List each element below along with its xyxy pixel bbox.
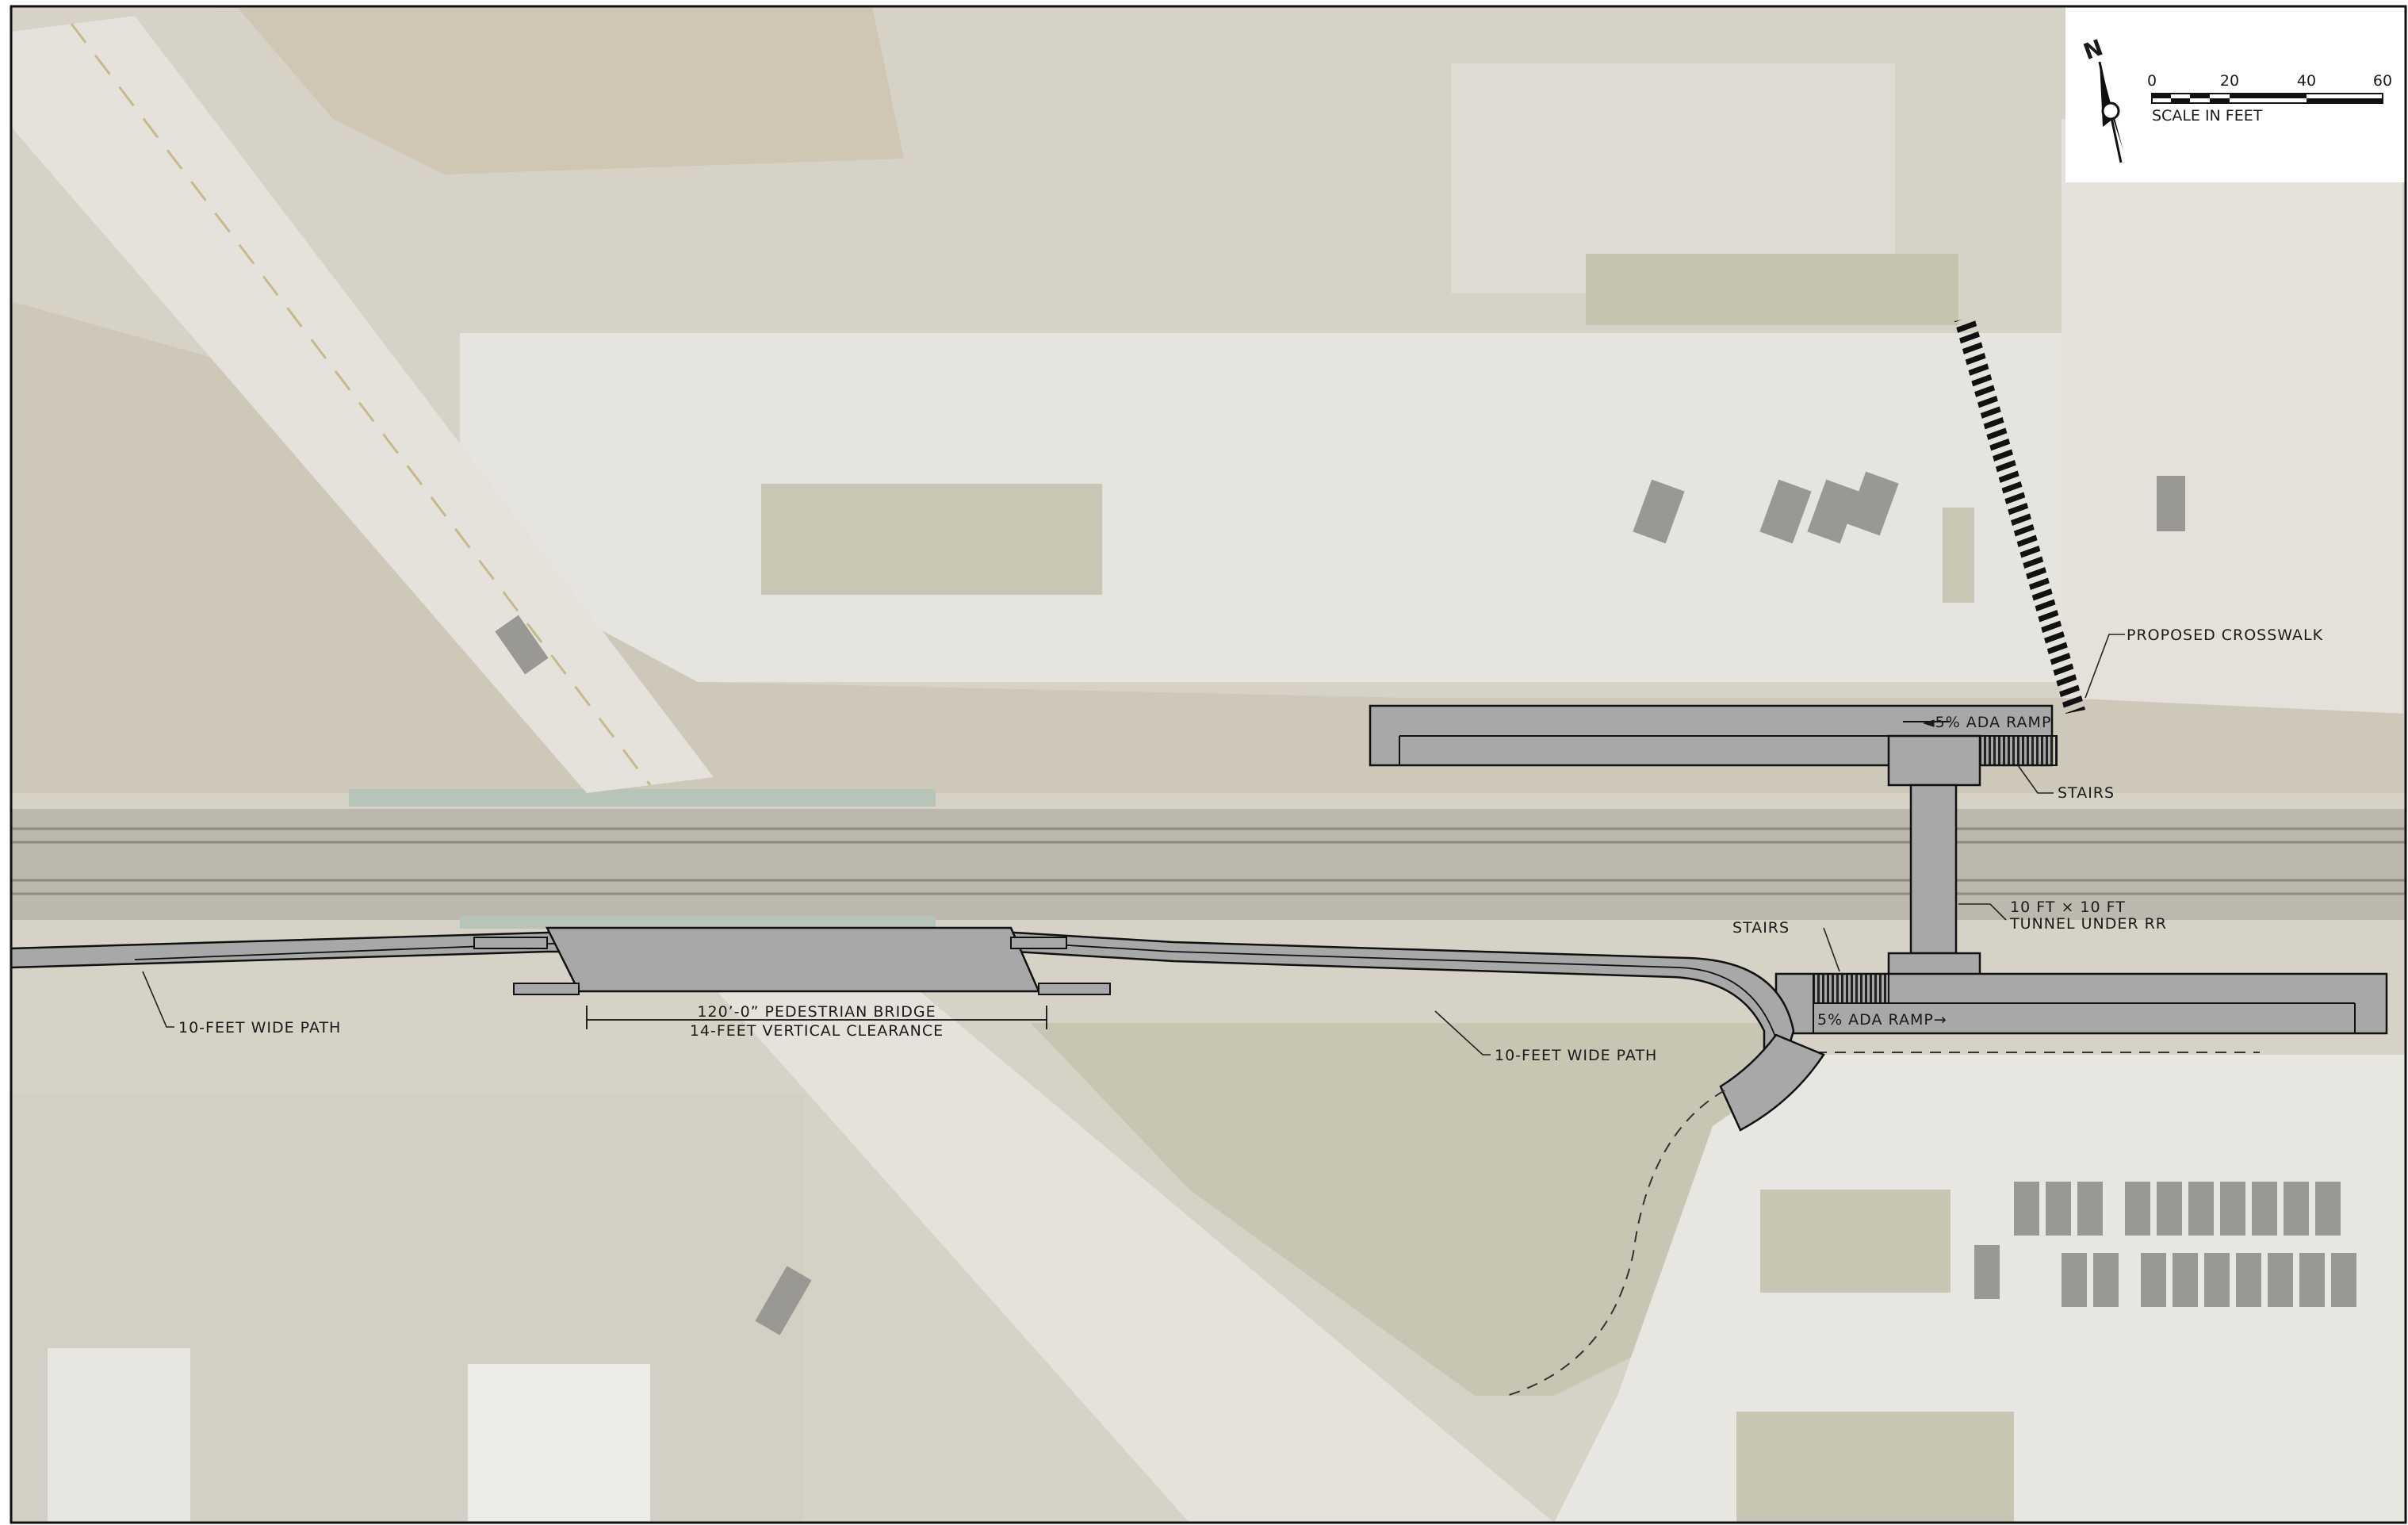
- path-centerline: [134, 941, 1777, 1040]
- label-tunnel-line1: 10 FT × 10 FT: [2010, 899, 2126, 916]
- rail-lines: [11, 827, 2406, 895]
- label-stairs-south: STAIRS: [1732, 919, 1790, 937]
- northeast-parking-lot: [2062, 119, 2402, 769]
- label-stairs-north: STAIRS: [2058, 784, 2115, 802]
- north-landing: [1887, 734, 1981, 787]
- south-stairs: [1813, 973, 1889, 1004]
- bridge-east-wingwall-south: [1038, 983, 1111, 995]
- southeast-lot-island-south: [1736, 1412, 2014, 1523]
- label-proposed-crosswalk: PROPOSED CROSSWALK: [2127, 626, 2323, 644]
- bridge-dimension-line: [586, 1006, 1047, 1029]
- north-lot-island-east: [1943, 508, 1974, 603]
- train-platform: [349, 789, 936, 807]
- scale-tick-0: 0: [2147, 72, 2157, 90]
- label-bridge-line2: 14-FEET VERTICAL CLEARANCE: [690, 1022, 944, 1040]
- pedestrian-bridge: [545, 926, 1040, 993]
- train-platform-south: [460, 916, 936, 929]
- proposed-crosswalk: [1954, 317, 2085, 714]
- southeast-lot-island: [1760, 1190, 1951, 1293]
- path-landing: [1719, 1033, 1825, 1132]
- label-tunnel-line2: TUNNEL UNDER RR: [2009, 915, 2167, 933]
- building-roof-west: [48, 1348, 190, 1523]
- label-path-east: 10-FEET WIDE PATH: [1495, 1047, 1657, 1064]
- label-north-ada-ramp: ◄5% ADA RAMP: [1923, 714, 2051, 731]
- north-stairs: [1979, 735, 2058, 766]
- aerial-background: [11, 6, 2406, 1523]
- scale-tick-40: 40: [2297, 72, 2316, 90]
- legend-box: N 0 20 40 60 SCALE IN FEET: [2065, 6, 2406, 182]
- north-arrow: N: [2080, 34, 2123, 163]
- scale-caption: SCALE IN FEET: [2152, 107, 2263, 125]
- road-centerline: [70, 23, 652, 786]
- scale-tick-60: 60: [2373, 72, 2392, 90]
- bridge-west-wingwall-south: [513, 983, 580, 995]
- building-roof: [468, 1364, 650, 1523]
- bridge-west-wingwall: [473, 937, 548, 949]
- bridge-east-wingwall: [1010, 937, 1067, 949]
- north-lot-island: [761, 484, 1102, 595]
- label-south-ada-ramp: 5% ADA RAMP→: [1817, 1011, 1947, 1029]
- callout-leaders: [142, 634, 2125, 1056]
- diagonal-road: [11, 16, 714, 793]
- scale-tick-20: 20: [2220, 72, 2239, 90]
- parked-cars: [495, 471, 2356, 1335]
- plan-labels: PROPOSED CROSSWALK ◄5% ADA RAMP STAIRS 1…: [178, 626, 2323, 1064]
- railroad-bed: [11, 809, 2406, 920]
- scale-bar: 0 20 40 60 SCALE IN FEET: [2147, 72, 2392, 125]
- sidewalk-edge: [1506, 1090, 1725, 1397]
- south-diagonal-road: [682, 952, 1554, 1523]
- construction-area: [87, 6, 904, 174]
- label-bridge-line1: 120’-0” PEDESTRIAN BRIDGE: [697, 1003, 936, 1021]
- drawing-frame: [10, 5, 2407, 1524]
- south-green-area: [1031, 1023, 1776, 1396]
- north-parking-lot: [460, 333, 2085, 682]
- proposed-improvements: [10, 317, 2388, 1397]
- upper-lot-island: [1586, 254, 1958, 325]
- tunnel-under-rr: [1909, 784, 1958, 955]
- label-path-west: 10-FEET WIDE PATH: [178, 1019, 341, 1036]
